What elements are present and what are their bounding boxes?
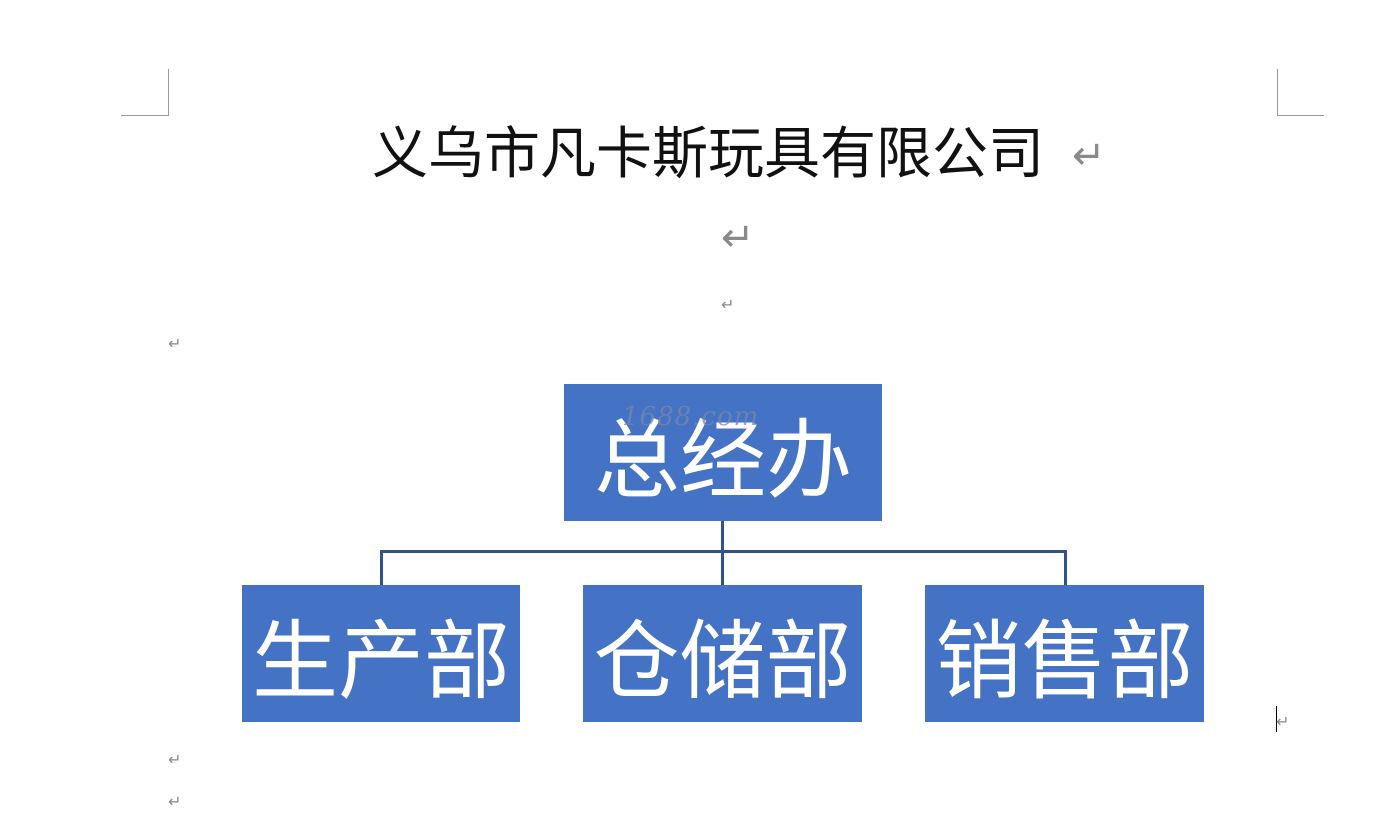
org-node-production[interactable]: 生产部 — [242, 585, 520, 722]
document-title[interactable]: 义乌市凡卡斯玩具有限公司 — [372, 122, 1044, 187]
org-node-root[interactable]: 总经办 — [564, 384, 882, 521]
paragraph-mark-icon: ↵ — [1276, 712, 1290, 731]
paragraph-mark-icon: ↵ — [721, 215, 755, 261]
connector-right — [1064, 550, 1067, 585]
org-node-warehouse[interactable]: 仓储部 — [583, 585, 862, 722]
paragraph-mark-icon: ↵ — [1072, 133, 1106, 179]
paragraph-mark-icon: ↵ — [721, 295, 735, 314]
org-node-sales[interactable]: 销售部 — [925, 585, 1204, 722]
paragraph-mark-icon: ↵ — [168, 334, 182, 353]
paragraph-mark-icon: ↵ — [168, 750, 182, 769]
connector-trunk — [721, 521, 724, 585]
margin-corner-top-right — [1277, 69, 1324, 116]
connector-left — [380, 550, 383, 585]
paragraph-mark-icon: ↵ — [168, 792, 182, 811]
margin-corner-top-left — [121, 69, 169, 116]
watermark-text: 1688.com — [622, 402, 760, 432]
connector-horizontal — [380, 550, 1067, 553]
text-cursor — [1276, 706, 1277, 732]
